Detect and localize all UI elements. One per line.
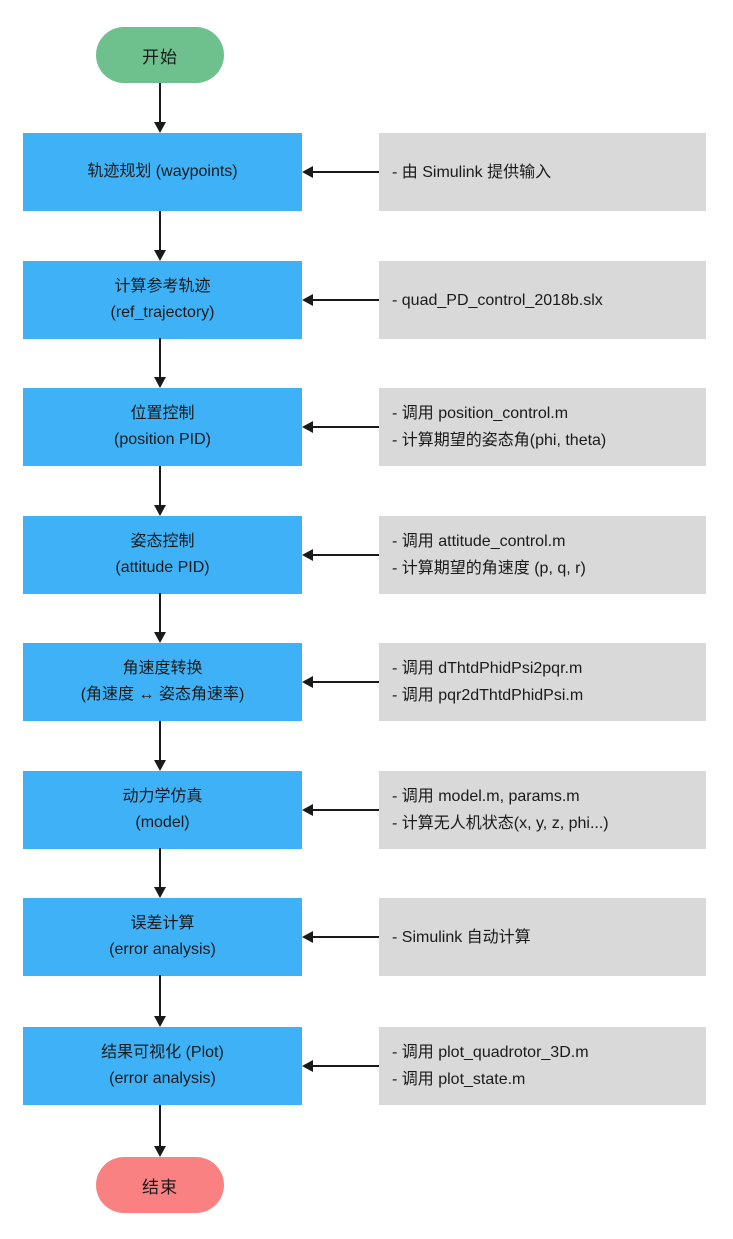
arrowhead-down-icon xyxy=(154,377,166,388)
step-label: (error analysis) xyxy=(109,941,216,958)
arrowhead-down-icon xyxy=(154,122,166,133)
arrowhead-down-icon xyxy=(154,632,166,643)
step-box-model: 动力学仿真 (model) xyxy=(23,771,302,849)
flow-row-error-calc: 误差计算 (error analysis) - Simulink 自动计算 xyxy=(0,898,733,976)
step-label: (角速度 ↔ 姿态角速率) xyxy=(80,686,245,703)
note-arrow xyxy=(302,421,379,433)
flow-row-rate-conversion: 角速度转换 (角速度 ↔ 姿态角速率) - 调用 dThtdPhidPsi2pq… xyxy=(0,643,733,721)
note-text: - 调用 plot_quadrotor_3D.m xyxy=(392,1044,589,1061)
note-text: - 计算期望的角速度 (p, q, r) xyxy=(392,560,586,577)
arrowhead-left-icon xyxy=(302,931,313,943)
arrowhead-left-icon xyxy=(302,1060,313,1072)
step-box-error-calc: 误差计算 (error analysis) xyxy=(23,898,302,976)
step-box-rate-conversion: 角速度转换 (角速度 ↔ 姿态角速率) xyxy=(23,643,302,721)
step-label: 计算参考轨迹 xyxy=(114,278,211,295)
step-label: (attitude PID) xyxy=(115,559,210,576)
arrowhead-left-icon xyxy=(302,294,313,306)
flow-row-waypoints: 轨迹规划 (waypoints) - 由 Simulink 提供输入 xyxy=(0,133,733,211)
flow-row-position-pid: 位置控制 (position PID) - 调用 position_contro… xyxy=(0,388,733,466)
note-text: - 调用 model.m, params.m xyxy=(392,788,580,805)
arrowhead-left-icon xyxy=(302,421,313,433)
end-node: 结束 xyxy=(96,1157,224,1213)
note-text: - 调用 plot_state.m xyxy=(392,1071,526,1088)
arrowhead-left-icon xyxy=(302,676,313,688)
arrowhead-left-icon xyxy=(302,549,313,561)
note-text: - 计算无人机状态(x, y, z, phi...) xyxy=(392,815,609,832)
step-label: 角速度转换 xyxy=(122,660,203,677)
arrowhead-down-icon xyxy=(154,1146,166,1157)
note-box-position-pid: - 调用 position_control.m - 计算期望的姿态角(phi, … xyxy=(379,388,706,466)
note-text: - 由 Simulink 提供输入 xyxy=(392,163,552,181)
step-label: (ref_trajectory) xyxy=(110,304,215,321)
step-label: 动力学仿真 xyxy=(122,788,203,805)
step-box-position-pid: 位置控制 (position PID) xyxy=(23,388,302,466)
step-label: (model) xyxy=(135,814,190,831)
arrowhead-down-icon xyxy=(154,887,166,898)
flow-row-attitude-pid: 姿态控制 (attitude PID) - 调用 attitude_contro… xyxy=(0,516,733,594)
flow-row-plot: 结果可视化 (Plot) (error analysis) - 调用 plot_… xyxy=(0,1027,733,1105)
note-box-attitude-pid: - 调用 attitude_control.m - 计算期望的角速度 (p, q… xyxy=(379,516,706,594)
note-text: - 计算期望的姿态角(phi, theta) xyxy=(392,432,607,449)
note-text: - Simulink 自动计算 xyxy=(392,928,531,946)
step-label: 姿态控制 xyxy=(130,533,195,550)
note-arrow xyxy=(302,294,379,306)
step-label: 误差计算 xyxy=(130,915,195,932)
note-box-rate-conversion: - 调用 dThtdPhidPsi2pqr.m - 调用 pqr2dThtdPh… xyxy=(379,643,706,721)
step-label: 位置控制 xyxy=(130,405,195,422)
note-text: - 调用 attitude_control.m xyxy=(392,533,566,550)
step-label: (position PID) xyxy=(114,431,211,448)
note-arrow xyxy=(302,166,379,178)
start-node: 开始 xyxy=(96,27,224,83)
step-label: 结果可视化 (Plot) xyxy=(101,1044,224,1061)
note-text: - 调用 pqr2dThtdPhidPsi.m xyxy=(392,687,584,704)
note-arrow xyxy=(302,1060,379,1072)
note-box-waypoints: - 由 Simulink 提供输入 xyxy=(379,133,706,211)
note-arrow xyxy=(302,931,379,943)
note-box-ref-trajectory: - quad_PD_control_2018b.slx xyxy=(379,261,706,339)
note-arrow xyxy=(302,804,379,816)
arrowhead-down-icon xyxy=(154,250,166,261)
note-text: - 调用 position_control.m xyxy=(392,405,569,422)
arrowhead-down-icon xyxy=(154,760,166,771)
step-label: (error analysis) xyxy=(109,1070,216,1087)
flow-row-model: 动力学仿真 (model) - 调用 model.m, params.m - 计… xyxy=(0,771,733,849)
note-box-error-calc: - Simulink 自动计算 xyxy=(379,898,706,976)
step-box-ref-trajectory: 计算参考轨迹 (ref_trajectory) xyxy=(23,261,302,339)
arrowhead-down-icon xyxy=(154,1016,166,1027)
step-box-plot: 结果可视化 (Plot) (error analysis) xyxy=(23,1027,302,1105)
note-box-plot: - 调用 plot_quadrotor_3D.m - 调用 plot_state… xyxy=(379,1027,706,1105)
note-arrow xyxy=(302,549,379,561)
note-text: - 调用 dThtdPhidPsi2pqr.m xyxy=(392,660,583,677)
step-box-waypoints: 轨迹规划 (waypoints) xyxy=(23,133,302,211)
flow-row-ref-trajectory: 计算参考轨迹 (ref_trajectory) - quad_PD_contro… xyxy=(0,261,733,339)
step-label: 轨迹规划 (waypoints) xyxy=(87,163,238,180)
end-label: 结束 xyxy=(142,1177,178,1197)
arrowhead-down-icon xyxy=(154,505,166,516)
note-arrow xyxy=(302,676,379,688)
arrowhead-left-icon xyxy=(302,804,313,816)
arrowhead-left-icon xyxy=(302,166,313,178)
start-label: 开始 xyxy=(142,47,178,67)
note-text: - quad_PD_control_2018b.slx xyxy=(392,291,603,309)
step-box-attitude-pid: 姿态控制 (attitude PID) xyxy=(23,516,302,594)
note-box-model: - 调用 model.m, params.m - 计算无人机状态(x, y, z… xyxy=(379,771,706,849)
